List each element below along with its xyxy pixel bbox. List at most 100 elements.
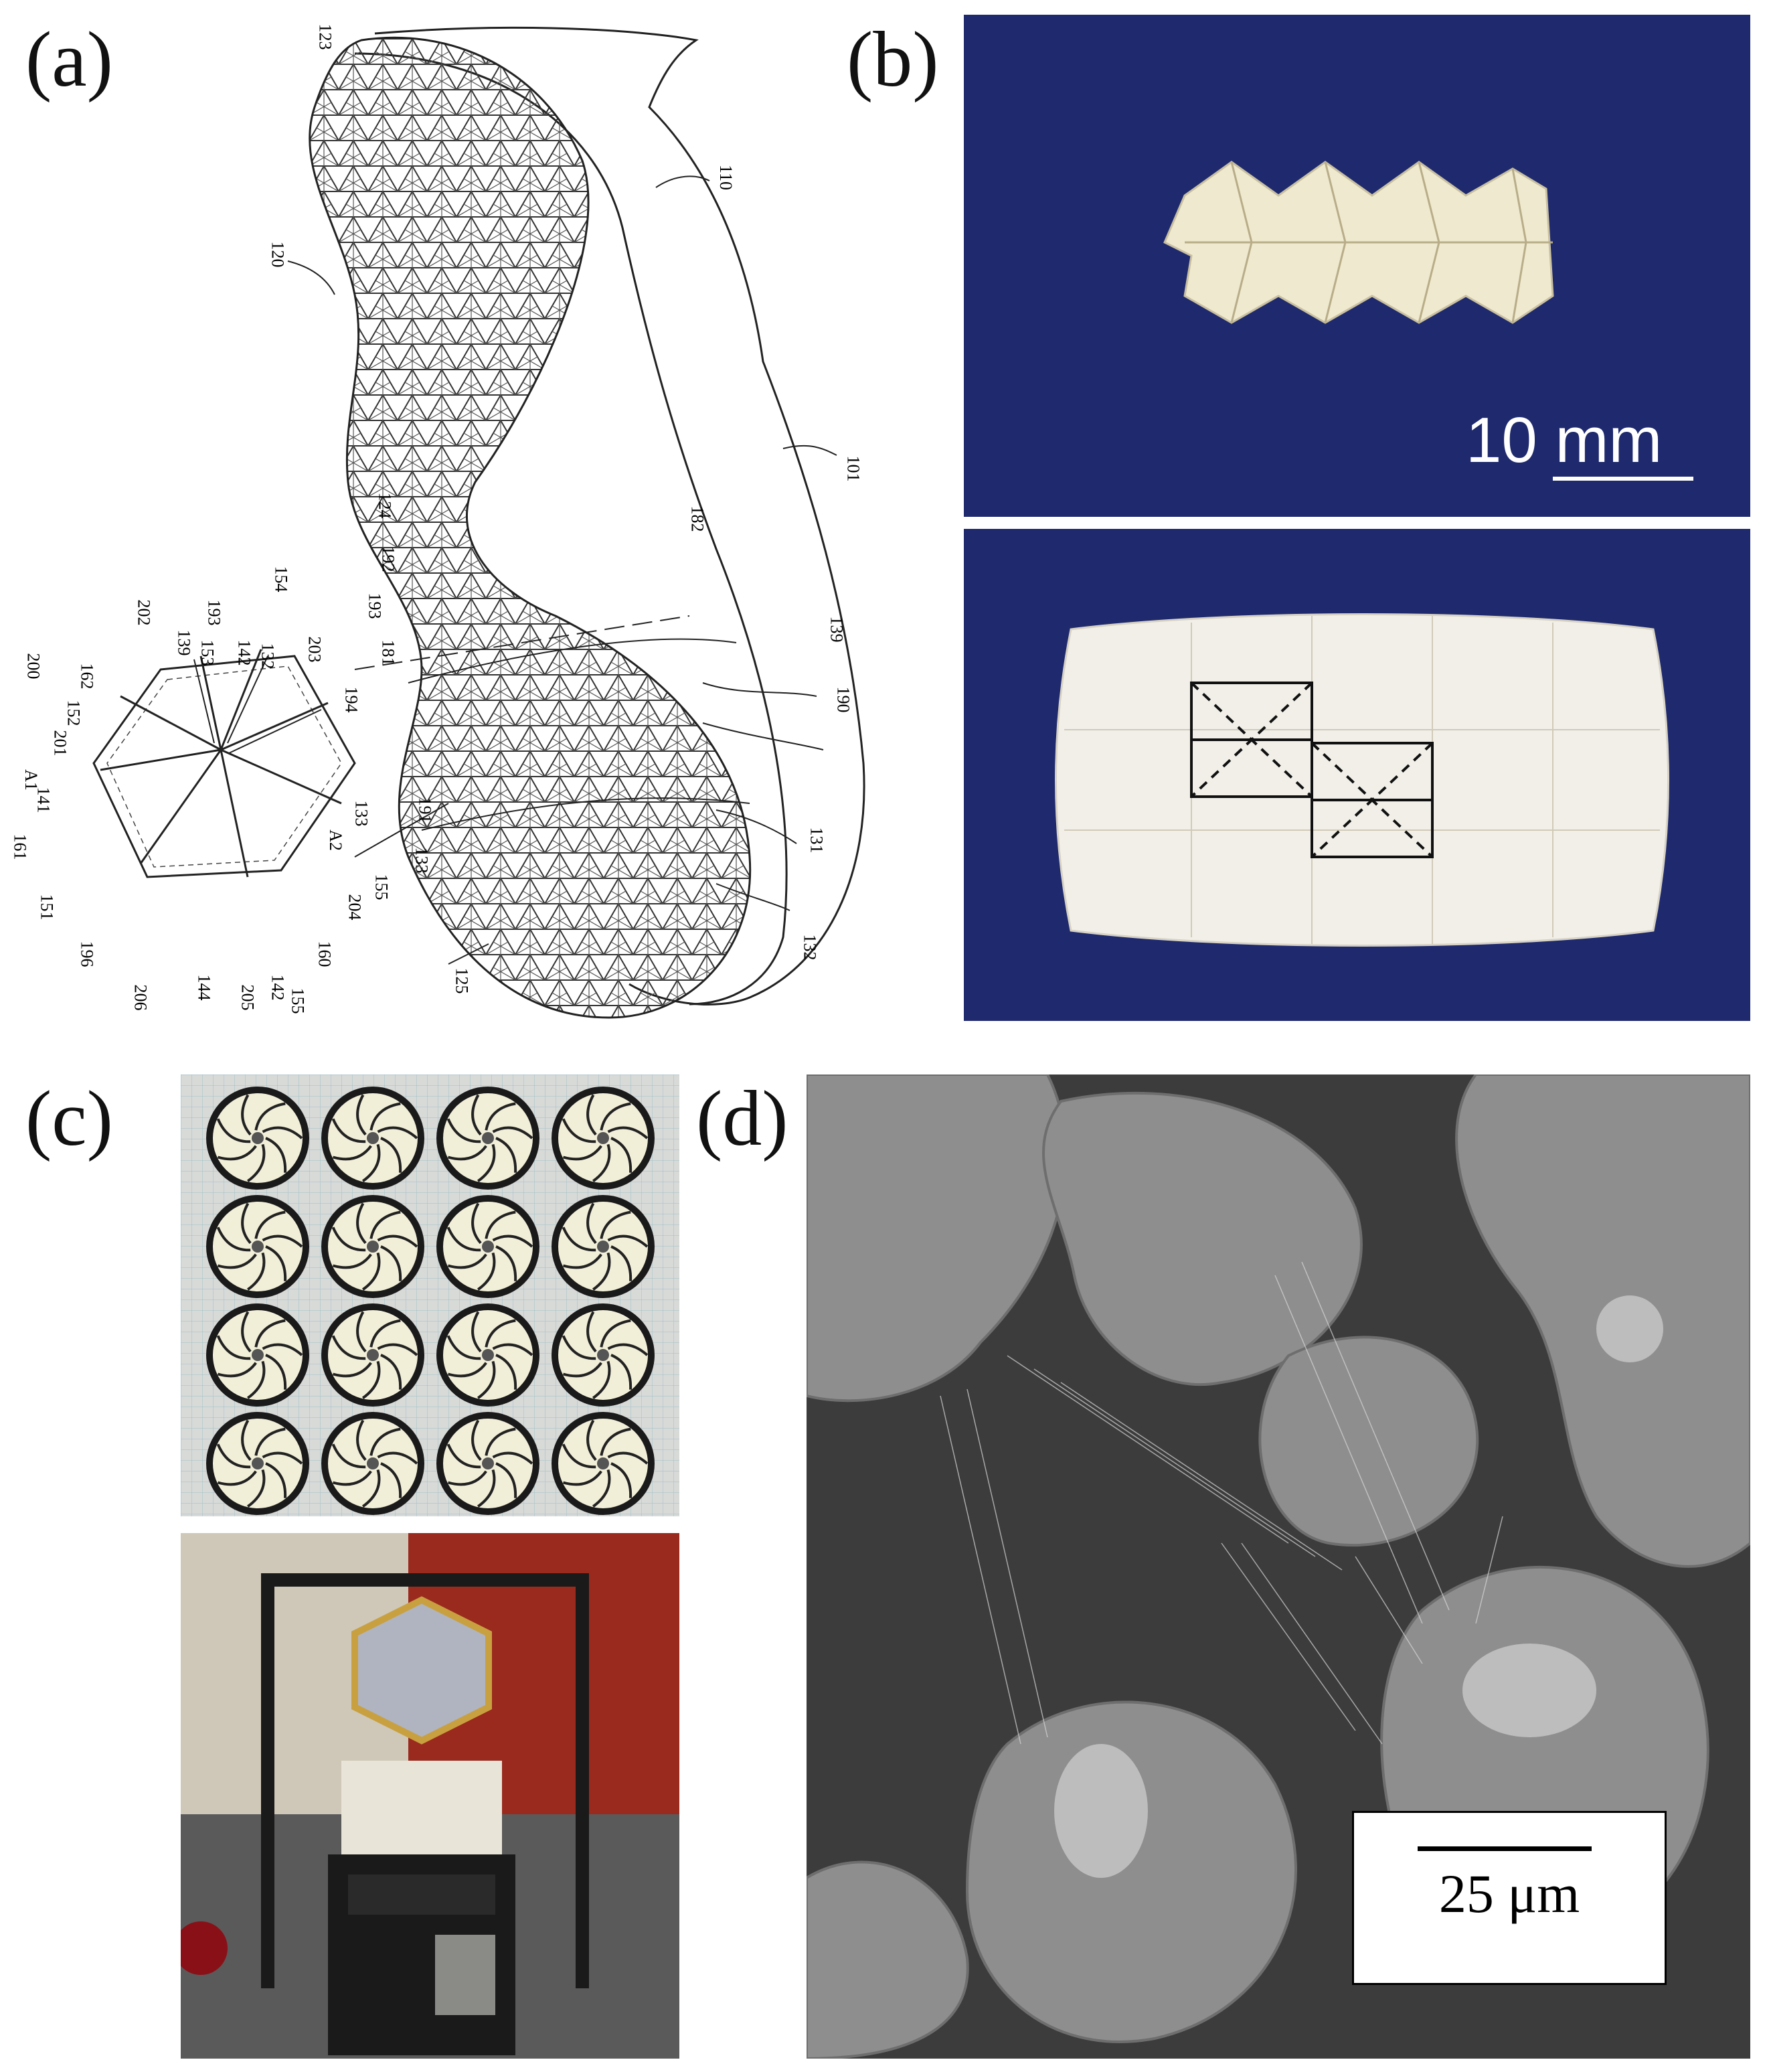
- spiral-cut: [477, 1252, 496, 1291]
- spiral-cut: [380, 1354, 402, 1390]
- spiral-cut: [356, 1094, 367, 1136]
- spiral-cut: [254, 1102, 286, 1131]
- shoe-sole-drawing: [92, 26, 865, 1019]
- spiral-cut: [495, 1137, 517, 1173]
- spiral-cut: [562, 1118, 596, 1143]
- spiral-cut: [610, 1354, 633, 1390]
- spiral-cut: [600, 1427, 631, 1456]
- spiral-cut: [586, 1202, 597, 1245]
- spiral-cut: [246, 1252, 266, 1291]
- spiral-cut: [356, 1202, 367, 1245]
- hexagon-detail: [92, 649, 356, 878]
- ref-205: 205: [238, 984, 258, 1011]
- spiral-cut: [254, 1319, 286, 1348]
- ref-A2: A2: [325, 829, 345, 851]
- spiral-cut: [241, 1094, 252, 1136]
- scale-bar-label-b: 10 mm: [1466, 404, 1663, 476]
- spiral-cut: [562, 1470, 602, 1486]
- spiral-cut: [477, 1143, 496, 1182]
- spiral-cut: [254, 1427, 286, 1456]
- disc-hub: [597, 1457, 609, 1469]
- spiral-cut: [562, 1253, 602, 1269]
- spiral-cut: [246, 1360, 266, 1399]
- spiral-cut: [610, 1462, 633, 1498]
- panel-label-b: (b): [847, 15, 939, 103]
- spiral-cut: [477, 1360, 496, 1399]
- spiral-cut: [446, 1335, 481, 1360]
- spiral-cut: [592, 1143, 611, 1182]
- panel-label-d: (d): [696, 1074, 788, 1162]
- ref-165: 160: [315, 941, 335, 967]
- spiral-cut: [361, 1360, 381, 1399]
- ref-191: 191: [415, 797, 435, 823]
- ref-155: 155: [371, 874, 392, 900]
- spiral-cut: [369, 1102, 401, 1131]
- spiral-cut: [492, 1234, 533, 1248]
- spiral-cut: [380, 1462, 402, 1498]
- spiral-cut: [377, 1234, 418, 1248]
- spiral-cut: [471, 1094, 482, 1136]
- ref-181: 181: [378, 639, 398, 666]
- spiral-cut: [332, 1253, 372, 1269]
- spiral-cut: [600, 1102, 631, 1131]
- spiral-cut: [361, 1252, 381, 1291]
- spiral-cut: [361, 1143, 381, 1182]
- spiral-cut: [262, 1234, 303, 1248]
- ref-193: 193: [365, 592, 385, 619]
- spiral-cut: [471, 1311, 482, 1353]
- ref-196: 196: [77, 941, 97, 967]
- ref-162: 162: [77, 663, 97, 690]
- spiral-cut: [246, 1143, 266, 1182]
- ref-143: 142: [268, 974, 288, 1001]
- ref-139b: 139: [174, 629, 194, 656]
- scale-bar-label-d: 25 μm: [1438, 1863, 1580, 1924]
- ref-156: 155: [288, 987, 308, 1014]
- ref-133b: 133: [351, 800, 371, 827]
- ref-120: 120: [268, 241, 288, 268]
- disc-hub: [252, 1241, 264, 1253]
- spiral-cut: [265, 1462, 287, 1498]
- ref-151: 151: [37, 894, 57, 921]
- ref-124: 124: [375, 492, 395, 519]
- spiral-cut: [485, 1102, 516, 1131]
- spiral-cut: [369, 1427, 401, 1456]
- spiral-cut: [241, 1202, 252, 1245]
- spiral-cut: [492, 1343, 533, 1356]
- spiral-cut: [495, 1354, 517, 1390]
- disc-hub: [597, 1132, 609, 1144]
- spiral-cut: [262, 1343, 303, 1356]
- spiral-cut: [600, 1319, 631, 1348]
- ref-192: 192: [378, 546, 398, 572]
- ref-123: 123: [315, 23, 335, 50]
- ref-152: 152: [64, 700, 84, 726]
- spiral-cut: [485, 1319, 516, 1348]
- spiral-cut: [471, 1419, 482, 1461]
- spiral-cut: [217, 1470, 257, 1486]
- spiral-cut: [217, 1145, 257, 1161]
- ref-133: 133: [412, 847, 432, 874]
- spiral-cut: [356, 1311, 367, 1353]
- spiral-cut: [562, 1226, 596, 1252]
- ref-203: 203: [305, 636, 325, 663]
- spiral-cut: [331, 1443, 366, 1469]
- spiral-cut: [495, 1245, 517, 1281]
- ref-154: 154: [271, 566, 291, 592]
- spiral-cut: [369, 1319, 401, 1348]
- spiral-disc-array: [181, 1074, 679, 1516]
- disc-hub: [482, 1132, 494, 1144]
- folded-origami-tube: [1163, 161, 1554, 324]
- spiral-cut: [332, 1362, 372, 1378]
- spiral-cut: [586, 1094, 597, 1136]
- panel-b-photo-top: [964, 15, 1750, 517]
- disc-hub: [252, 1132, 264, 1144]
- spiral-cut: [361, 1469, 381, 1508]
- spiral-cut: [216, 1443, 251, 1469]
- ref-182: 182: [687, 505, 707, 532]
- spiral-cut: [216, 1335, 251, 1360]
- spiral-cut: [592, 1469, 611, 1508]
- disc-hub: [367, 1241, 379, 1253]
- spiral-cut: [331, 1226, 366, 1252]
- spiral-cut: [241, 1419, 252, 1461]
- ref-144: 144: [194, 974, 214, 1001]
- ref-200: 200: [23, 653, 44, 680]
